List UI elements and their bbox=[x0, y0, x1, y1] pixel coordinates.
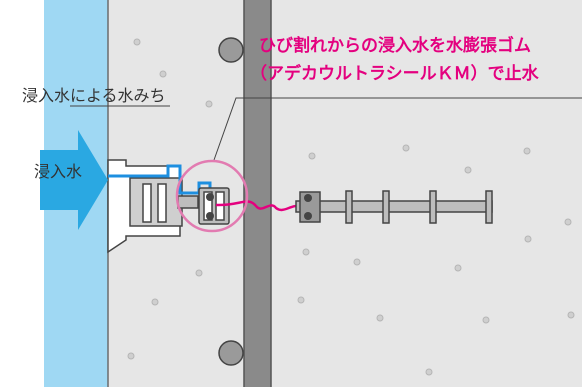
callout-line-1: ひび割れからの浸入水を水膨張ゴム bbox=[259, 36, 531, 56]
joint-seal-bottom bbox=[218, 340, 244, 366]
aggregate-dots bbox=[127, 38, 575, 376]
highlight-circle bbox=[175, 159, 249, 233]
water-stop-left bbox=[107, 159, 199, 254]
joint-seal-top bbox=[218, 37, 244, 63]
callout-line-2: （アデカウルトラシールＫＭ）で止水 bbox=[250, 64, 539, 84]
water-path-line bbox=[108, 164, 212, 195]
water-stop-right bbox=[295, 190, 493, 224]
crack-line bbox=[215, 200, 303, 212]
water-path-label: 浸入水による水みち bbox=[22, 86, 166, 105]
callout-leader bbox=[213, 97, 582, 161]
joint-rubber bbox=[244, 0, 271, 387]
water-inflow-arrow bbox=[40, 130, 108, 230]
right-concrete bbox=[271, 0, 582, 387]
water-inflow-label: 浸入水 bbox=[34, 162, 83, 181]
